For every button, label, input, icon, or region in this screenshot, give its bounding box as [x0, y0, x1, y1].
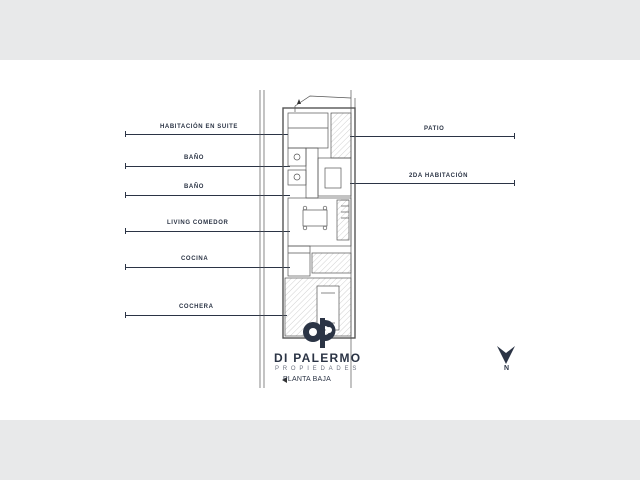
- leader-line: [125, 166, 290, 167]
- floor-plan-drawing: [259, 90, 356, 388]
- leader-line: [125, 134, 288, 135]
- bottom-band: [0, 420, 640, 480]
- label-living-comedor: LIVING COMEDOR: [167, 220, 229, 226]
- plan-title: PLANTA BAJA: [283, 376, 331, 383]
- brand-name: DI PALERMO: [274, 351, 362, 365]
- north-label: N: [504, 365, 510, 372]
- leader-cap: [514, 133, 515, 139]
- leader-cap: [514, 180, 515, 186]
- label-habitacion-suite: HABITACIÓN EN SUITE: [160, 124, 238, 130]
- label-bano-2: BAÑO: [184, 184, 205, 190]
- brand-logo-icon: [303, 318, 336, 348]
- floor-plan-sheet: [0, 60, 640, 420]
- label-patio: PATIO: [424, 126, 445, 132]
- leader-line: [350, 136, 515, 137]
- leader-line: [125, 231, 290, 232]
- top-band: [0, 0, 640, 60]
- leader-line: [350, 183, 515, 184]
- leader-line: [125, 267, 290, 268]
- label-cochera: COCHERA: [179, 304, 214, 310]
- leader-line: [125, 195, 290, 196]
- label-bano-1: BAÑO: [184, 155, 205, 161]
- leader-line: [125, 315, 287, 316]
- north-arrow-icon: [497, 346, 515, 364]
- label-segunda-habitacion: 2DA HABITACIÓN: [409, 173, 469, 179]
- brand-subtitle: PROPIEDADES: [275, 366, 361, 372]
- label-cocina: COCINA: [181, 256, 209, 262]
